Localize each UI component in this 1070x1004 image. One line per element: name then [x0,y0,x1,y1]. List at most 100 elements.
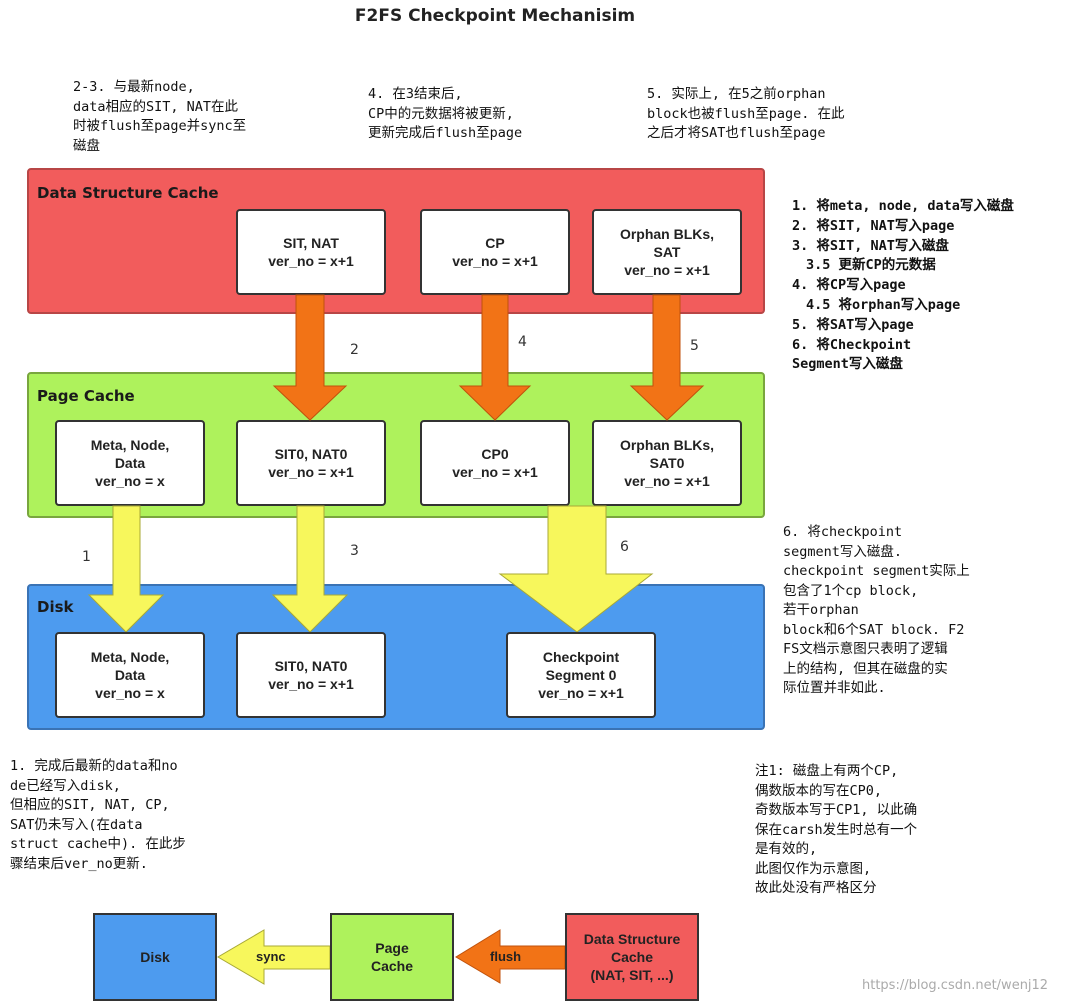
band-label-page: Page Cache [37,387,135,405]
legend-arrow-sync [217,929,331,985]
legend-text: Cache [370,958,414,974]
note-line: 是有效的, [755,841,818,857]
box-line: SIT0, NAT0 [274,658,348,674]
box-line: Meta, Node, [90,649,170,665]
box-line: SAT [653,244,681,260]
legend-text: Data Structure [583,931,681,947]
step-item: 4. 将CP写入page [792,277,906,294]
note-line: 5. 实际上, 在5之前orphan [647,86,826,102]
legend-text: (NAT, SIT, ...) [590,967,674,983]
box-line: SIT, NAT [283,235,339,251]
note-line: 际位置并非如此. [783,680,886,696]
step-item: 2. 将SIT, NAT写入page [792,217,955,234]
note-line: 之后才将SAT也flush至page [647,125,826,141]
note-line: block和6个SAT block. F2 [783,621,965,638]
note-line: 保在carsh发生时总有一个 [755,821,918,838]
note-line: 故此处没有严格区分 [755,880,877,896]
box-disk-sit0-nat0: SIT0, NAT0 ver_no = x+1 [236,632,386,718]
legend-data-structure-cache: Data Structure Cache (NAT, SIT, ...) [565,913,699,1001]
box-line: ver_no = x+1 [624,473,710,489]
note-top-right: 5. 实际上, 在5之前orphan block也被flush至page. 在此… [647,85,845,144]
arrow-label-3: 3 [350,543,359,559]
band-label-dsc: Data Structure Cache [37,184,219,202]
note-line: 6. 将checkpoint [783,524,903,540]
arrow-label-4: 4 [518,334,527,350]
arrow-5 [629,294,705,421]
note-line: checkpoint segment实际上 [783,563,970,579]
box-line: ver_no = x+1 [452,253,538,269]
step-item: 6. 将Checkpoint [792,336,912,353]
note-line: segment写入磁盘. [783,543,903,560]
note-line: 更新完成后flush至page [368,125,523,141]
note-step6: 6. 将checkpoint segment写入磁盘. checkpoint s… [783,523,970,699]
band-label-disk: Disk [37,598,74,616]
step-item: 3.5 更新CP的元数据 [806,257,936,274]
box-line: CP [485,235,505,251]
step-item: 1. 将meta, node, data写入磁盘 [792,198,1014,214]
box-line: ver_no = x [95,685,165,701]
box-dsc-orphan-sat: Orphan BLKs, SAT ver_no = x+1 [592,209,742,295]
box-line: ver_no = x+1 [538,685,624,701]
note-line: 但相应的SIT, NAT, CP, [10,797,170,813]
box-disk-checkpoint-segment: Checkpoint Segment 0 ver_no = x+1 [506,632,656,718]
note-line: block也被flush至page. 在此 [647,105,845,122]
note-line: 若干orphan [783,602,859,618]
steps-list: 1. 将meta, node, data写入磁盘 2. 将SIT, NAT写入p… [792,197,1014,375]
legend-text: Cache [610,949,654,965]
note-line: 注1: 磁盘上有两个CP, [755,763,899,779]
box-line: Checkpoint [542,649,620,665]
note-top-left: 2-3. 与最新node, data相应的SIT, NAT在此 时被flush至… [73,78,246,156]
note-line: 偶数版本的写在CP0, [755,782,883,799]
box-line: CP0 [481,446,509,462]
watermark: https://blog.csdn.net/wenj12 [862,978,1049,993]
note-line: 骤结束后ver_no更新. [10,855,148,872]
note-line: data相应的SIT, NAT在此 [73,98,239,115]
note-line: struct cache中). 在此步 [10,836,186,852]
note-line: 磁盘 [73,137,100,154]
step-item: 4.5 将orphan写入page [806,296,961,313]
note-line: SAT仍未写入(在data [10,816,143,833]
arrow-label-6: 6 [620,539,629,555]
box-line: Segment 0 [545,667,617,683]
box-line: ver_no = x+1 [268,676,354,692]
note-line: FS文档示意图只表明了逻辑 [783,641,948,657]
step-item: Segment写入磁盘 [792,356,903,373]
note-line: CP中的元数据将被更新, [368,105,514,122]
box-line: ver_no = x+1 [624,262,710,278]
legend-text: Disk [140,949,170,965]
legend-text: Page [375,940,409,956]
box-pc-orphan-sat0: Orphan BLKs, SAT0 ver_no = x+1 [592,420,742,506]
note-top-mid: 4. 在3结束后, CP中的元数据将被更新, 更新完成后flush至page [368,85,522,144]
legend-arrow-flush [455,929,566,984]
arrow-2 [272,294,348,421]
arrow-4 [458,294,532,421]
box-disk-meta-node-data: Meta, Node, Data ver_no = x [55,632,205,718]
box-dsc-sit-nat: SIT, NAT ver_no = x+1 [236,209,386,295]
box-dsc-cp: CP ver_no = x+1 [420,209,570,295]
box-line: SIT0, NAT0 [274,446,348,462]
note-bottom-left: 1. 完成后最新的data和no de已经写入disk, 但相应的SIT, NA… [10,757,186,874]
note-line: 1. 完成后最新的data和no [10,758,178,774]
box-line: SAT0 [649,455,685,471]
arrow-3 [271,505,349,633]
step-item: 3. 将SIT, NAT写入磁盘 [792,237,949,254]
arrow-label-1: 1 [82,549,91,565]
note-line: 上的结构, 但其在磁盘的实 [783,660,948,677]
note-line: 4. 在3结束后, [368,86,463,102]
note-line: 2-3. 与最新node, [73,79,195,95]
legend-label-flush: flush [490,949,522,964]
box-line: Orphan BLKs, [619,437,715,453]
box-pc-sit0-nat0: SIT0, NAT0 ver_no = x+1 [236,420,386,506]
arrow-label-2: 2 [350,342,359,358]
box-line: ver_no = x+1 [268,464,354,480]
step-item: 5. 将SAT写入page [792,316,914,333]
note-bottom-right: 注1: 磁盘上有两个CP, 偶数版本的写在CP0, 奇数版本写于CP1, 以此确… [755,762,917,899]
legend-label-sync: sync [256,949,286,964]
arrow-1 [87,505,165,633]
diagram-title: F2FS Checkpoint Mechanisim [354,6,636,26]
box-pc-cp0: CP0 ver_no = x+1 [420,420,570,506]
box-line: ver_no = x+1 [452,464,538,480]
box-line: Data [114,455,146,471]
legend-page-cache: Page Cache [330,913,454,1001]
